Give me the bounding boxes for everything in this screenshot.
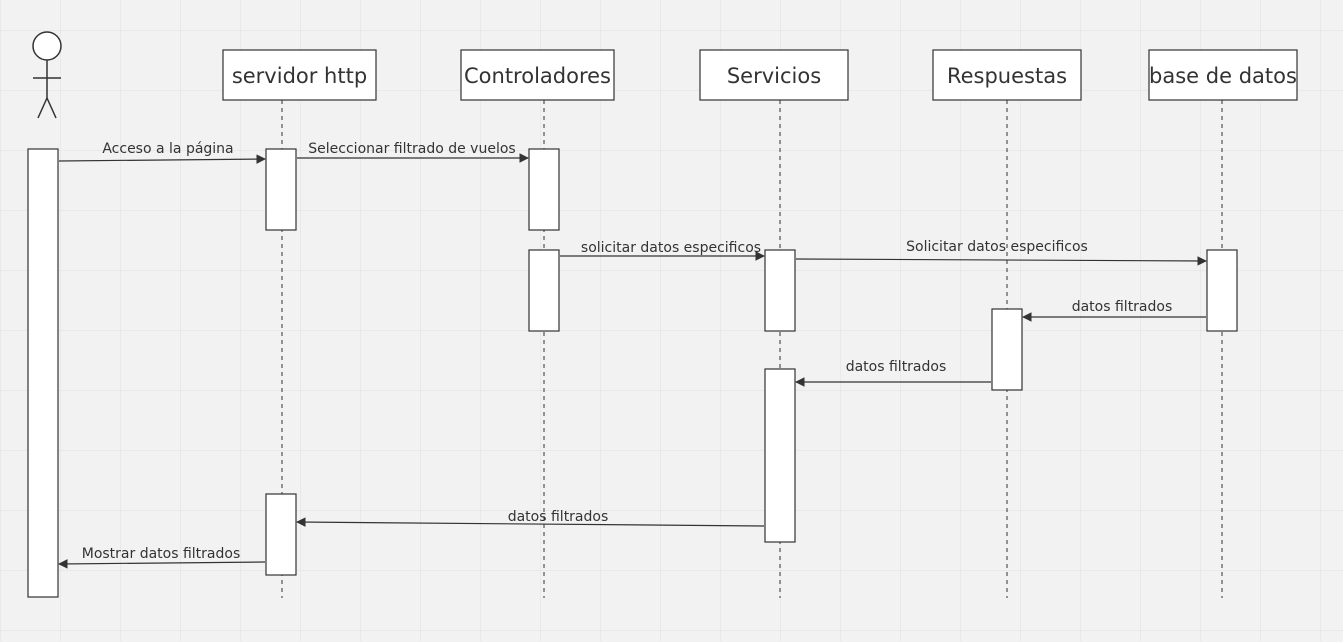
activation-servicios-1[interactable] [764,249,796,332]
activation-servidor-1[interactable] [265,148,297,231]
lifeline-label: Controladores [464,64,611,88]
lifeline-header-box [699,49,849,101]
lifeline-servidor[interactable]: servidor http [222,49,377,101]
lifeline-controladores[interactable]: Controladores [460,49,615,101]
message-label: Seleccionar filtrado de vuelos [308,141,515,157]
activation-controladores-1[interactable] [528,148,560,231]
message-seleccionar[interactable]: Seleccionar filtrado de vuelos [297,141,529,163]
lifeline-header-box [1148,49,1298,101]
message-acceso[interactable]: Acceso a la página [58,141,266,164]
activation-controladores-2[interactable] [528,249,560,332]
actor-activation [27,148,59,598]
message-solicitar-bd[interactable]: Solicitar datos especificos [795,239,1207,266]
message-datos-servicios-servidor[interactable]: datos filtrados [296,509,765,527]
lifeline-header-box [932,49,1082,101]
message-label: Acceso a la página [102,141,233,157]
lifeline-bd[interactable]: base de datos [1148,49,1298,101]
lifeline-label: base de datos [1149,64,1297,88]
actor[interactable] [27,31,62,598]
activation-respuestas-1[interactable] [991,308,1023,391]
lifeline-servicios[interactable]: Servicios [699,49,849,101]
message-label: datos filtrados [846,359,947,375]
message-arrow [58,154,266,164]
message-label: datos filtrados [1072,299,1173,315]
message-datos-bd-respuestas[interactable]: datos filtrados [1022,299,1206,322]
message-label: datos filtrados [508,509,609,525]
message-datos-respuestas-servicios[interactable]: datos filtrados [795,359,991,387]
lifeline-label: Respuestas [947,64,1067,88]
message-label: solicitar datos especificos [581,240,761,256]
lifeline-respuestas[interactable]: Respuestas [932,49,1082,101]
message-label: Solicitar datos especificos [906,239,1088,255]
message-label: Mostrar datos filtrados [82,546,241,562]
message-arrow [795,256,1207,266]
lifeline-header-box [460,49,615,101]
message-mostrar[interactable]: Mostrar datos filtrados [58,546,266,569]
lifeline-label: Servicios [727,64,821,88]
message-arrow [58,559,266,569]
message-solicitar-servicios[interactable]: solicitar datos especificos [560,240,765,261]
message-arrow [296,517,765,527]
lifeline-header-box [222,49,377,101]
activation-servidor-2[interactable] [265,493,297,576]
stick-figure-icon [32,31,62,119]
lifeline-label: servidor http [232,64,367,88]
activation-servicios-2[interactable] [764,368,796,543]
activation-bd-1[interactable] [1206,249,1238,332]
